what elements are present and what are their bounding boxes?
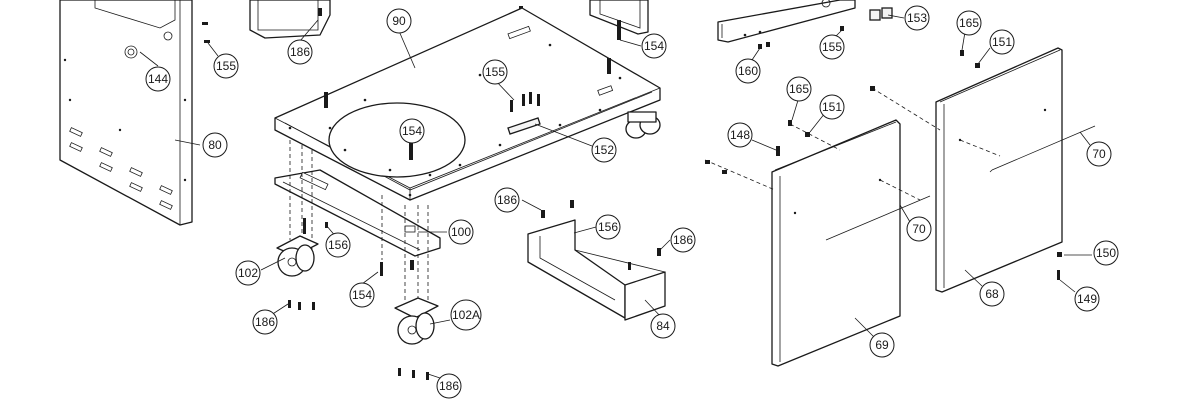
door-panel-68 (935, 47, 1096, 293)
callout-155: 155 (819, 34, 845, 60)
caster-102 (276, 218, 328, 310)
callout-102: 102 (235, 260, 261, 286)
callout-186: 186 (494, 187, 520, 213)
alignment-lines (289, 140, 429, 300)
callout-151: 151 (819, 94, 845, 120)
callout-186: 186 (670, 227, 696, 253)
callout-149: 149 (1074, 286, 1100, 312)
callout-68: 68 (979, 281, 1005, 307)
callout-label: 151 (822, 100, 842, 114)
callout-label: 90 (392, 14, 406, 28)
side-panel-80 (59, 0, 193, 226)
callout-154: 154 (399, 118, 425, 144)
callout-label: 186 (497, 193, 517, 207)
callout-label: 84 (656, 319, 670, 333)
callout-label: 100 (451, 225, 471, 239)
callout-label: 148 (730, 128, 750, 142)
hinge-alignment-lines (704, 87, 1001, 201)
screw-group-155a (202, 22, 210, 43)
callout-label: 154 (352, 288, 372, 302)
callout-160: 160 (735, 58, 761, 84)
base-plate-90 (274, 7, 661, 201)
callout-90: 90 (386, 8, 412, 34)
shelf-bracket-84 (527, 200, 666, 321)
callout-154: 154 (349, 282, 375, 308)
callout-label: 160 (738, 64, 758, 78)
callout-label: 102 (238, 266, 258, 280)
callout-label: 149 (1077, 292, 1097, 306)
callout-label: 68 (985, 287, 999, 301)
rear-caster-wheels (625, 111, 661, 139)
callout-label: 156 (328, 238, 348, 252)
callout-label: 152 (594, 143, 614, 157)
callout-label: 186 (439, 379, 459, 393)
callout-155: 155 (482, 59, 508, 85)
callout-165: 165 (956, 10, 982, 36)
callout-100: 100 (448, 219, 474, 245)
callout-label: 151 (992, 35, 1012, 49)
bracket-152 (507, 117, 541, 135)
callout-70: 70 (1086, 141, 1112, 167)
callout-102a: 102A (450, 299, 482, 331)
callout-label: 156 (598, 220, 618, 234)
callout-151: 151 (989, 29, 1015, 55)
callout-186: 186 (436, 373, 462, 399)
callout-152: 152 (591, 137, 617, 163)
callout-label: 165 (959, 16, 979, 30)
callout-156: 156 (325, 232, 351, 258)
rail-160 (717, 0, 856, 49)
callout-label: 69 (875, 338, 889, 352)
callout-label: 153 (907, 11, 927, 25)
callout-label: 154 (402, 124, 422, 138)
caster-102a (380, 260, 439, 380)
callout-label: 155 (485, 65, 505, 79)
callout-150: 150 (1093, 240, 1119, 266)
callout-label: 186 (255, 315, 275, 329)
callout-label: 165 (789, 82, 809, 96)
callout-label: 102A (452, 308, 480, 322)
callout-label: 186 (673, 233, 693, 247)
callout-69: 69 (869, 332, 895, 358)
callout-144: 144 (145, 66, 171, 92)
callout-label: 155 (822, 40, 842, 54)
door-panel-69 (771, 119, 931, 367)
callout-186: 186 (252, 309, 278, 335)
callout-label: 154 (644, 39, 664, 53)
callout-label: 70 (1092, 147, 1106, 161)
callout-154: 154 (641, 33, 667, 59)
callout-148: 148 (727, 122, 753, 148)
callout-165: 165 (786, 76, 812, 102)
rear-panel-top (249, 0, 649, 40)
callout-186: 186 (287, 39, 313, 65)
callout-80: 80 (202, 132, 228, 158)
callout-label: 186 (290, 45, 310, 59)
callout-label: 80 (208, 138, 222, 152)
callout-153: 153 (904, 5, 930, 31)
callout-label: 155 (216, 59, 236, 73)
hinge-hardware (705, 50, 1062, 280)
base-screws (324, 58, 611, 160)
callout-156: 156 (595, 214, 621, 240)
callout-label: 150 (1096, 246, 1116, 260)
callout-label: 144 (148, 72, 168, 86)
caster-bracket-100 (274, 169, 441, 257)
callout-70: 70 (906, 216, 932, 242)
callout-label: 70 (912, 222, 926, 236)
block-153 (869, 7, 893, 21)
callout-84: 84 (650, 313, 676, 339)
callout-155: 155 (213, 53, 239, 79)
